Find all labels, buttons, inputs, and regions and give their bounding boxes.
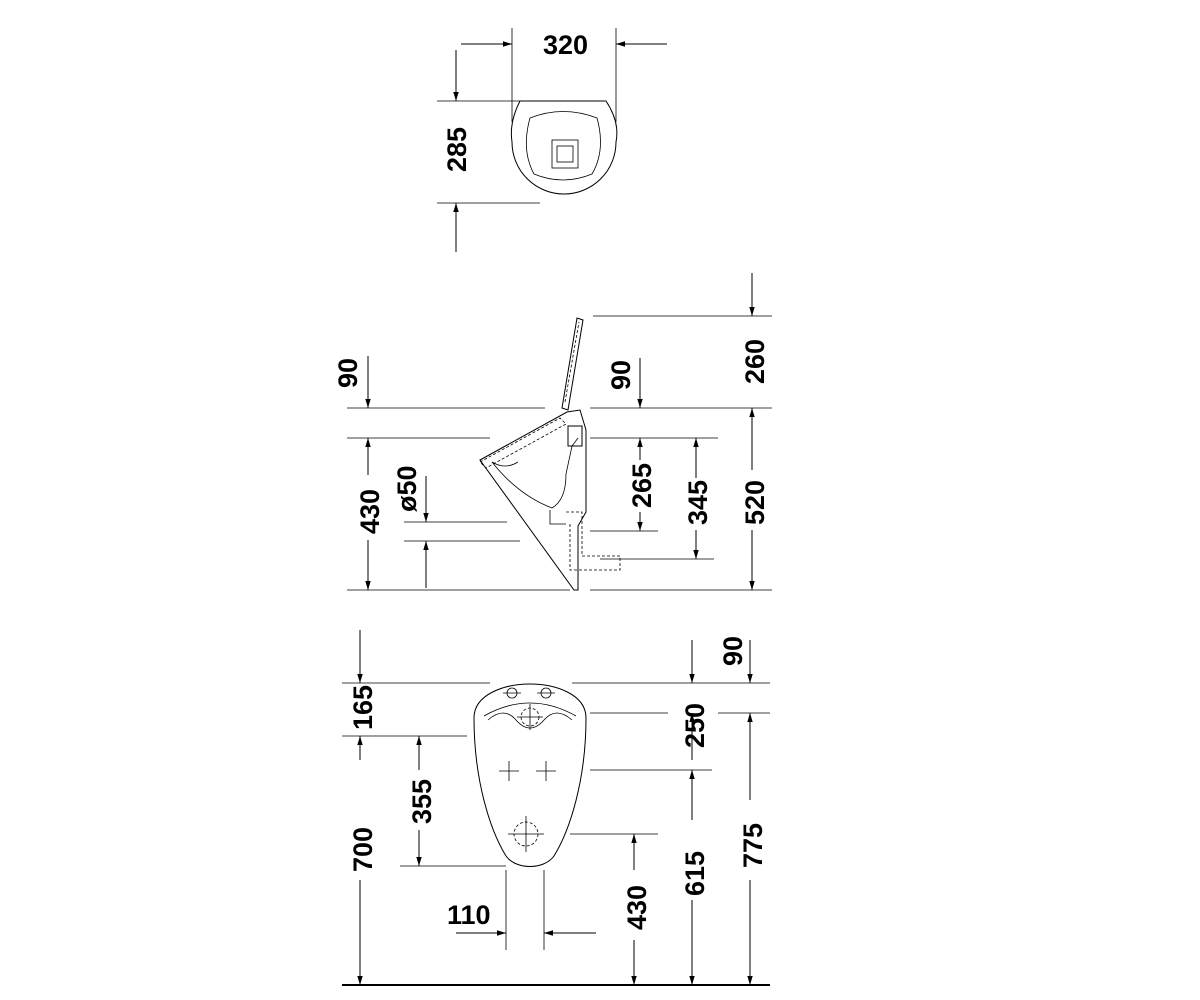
dim-front-outlet-level: 430 [622,885,652,930]
dim-front-mount-height: 700 [348,827,378,872]
dim-front-drain-width: 110 [447,900,491,930]
side-view-body [479,409,587,591]
top-view-drain-inner [556,145,574,163]
side-view-lid-closed [479,417,567,469]
front-view-rim [483,702,577,717]
dim-front-hole-spacing: 355 [407,779,437,824]
side-view-outlet-pipe [566,511,621,571]
dim-front-inlet-level: 615 [680,851,710,896]
dim-front-rim-offset: 90 [718,636,748,666]
dim-side-bowl-height: 430 [355,489,385,534]
dim-side-outlet-height: 345 [683,480,713,525]
dim-top-depth: 285 [442,127,472,172]
side-view-bowl [491,437,579,509]
side-view-inlet [567,425,583,447]
dim-front-overall-height: 775 [738,823,768,868]
dim-side-total-height: 520 [740,480,770,525]
dim-side-lid-clearance: 260 [740,339,770,384]
dim-top-width: 320 [543,30,588,60]
front-view: 165 700 355 110 90 250 615 430 775 [342,630,770,986]
dim-side-inlet-height: 265 [627,463,657,508]
top-view-outline [510,100,618,195]
side-view-lid [561,317,584,411]
top-view-drain [551,139,579,169]
top-view-bowl [525,111,601,181]
dim-side-rim-left: 90 [333,358,363,388]
side-view: 260 90 90 430 ø50 265 345 520 [333,273,772,591]
dim-front-top-offset: 165 [348,685,378,730]
dim-side-outlet-diameter: ø50 [392,465,422,512]
top-view: 320 285 [437,28,667,252]
dim-front-upper-span: 250 [680,703,710,748]
front-view-outline [473,683,587,867]
dim-side-rim-right: 90 [606,360,636,390]
